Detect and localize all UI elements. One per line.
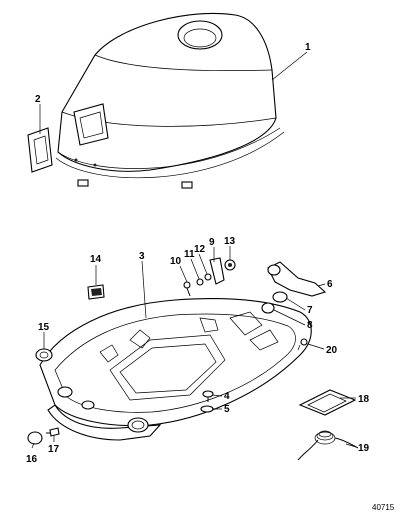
part-20-screw [297,338,308,351]
part-19-spring [297,430,359,461]
top-cowl [55,12,285,189]
callout-1: 1 [305,42,311,53]
callout-19: 19 [358,443,370,454]
callout-13: 13 [224,236,236,247]
callout-17: 17 [48,444,60,455]
callout-15: 15 [38,322,50,333]
part-6-latch-lever [267,261,327,297]
callout-3: 3 [139,251,145,262]
callout-2: 2 [35,94,41,105]
part-8-bushing [261,302,275,314]
callout-10: 10 [170,256,182,267]
bottom-cowl [39,297,312,441]
leader-lines [31,51,357,449]
part-4-screw [202,390,214,402]
part-9-bracket [209,257,225,285]
callout-20: 20 [326,345,338,356]
part-5-washer [200,405,214,413]
callout-4: 4 [224,391,230,402]
part-14-grommet [87,284,105,300]
figure-number: 40715 [372,503,395,512]
callout-labels: 1 2 3 4 5 6 7 8 9 10 11 12 13 14 15 16 1… [26,42,370,465]
part-12-washer [204,273,212,281]
part-7-bushing [272,291,288,303]
part-13-retainer [224,259,236,271]
part-16-plug [27,431,43,445]
callout-6: 6 [327,279,333,290]
part-15-plug [35,348,53,362]
part-18-pad [298,389,357,416]
cowl-seal [27,127,53,173]
callout-9: 9 [209,237,215,248]
callout-16: 16 [26,454,38,465]
callout-14: 14 [90,254,102,265]
callout-5: 5 [224,404,230,415]
part-10-screw [183,281,191,297]
part-17-screw [46,427,60,437]
callout-7: 7 [307,305,313,316]
callout-12: 12 [194,244,206,255]
callout-18: 18 [358,394,370,405]
part-11-washer [196,278,204,286]
callout-11: 11 [184,249,195,260]
callout-8: 8 [307,320,313,331]
